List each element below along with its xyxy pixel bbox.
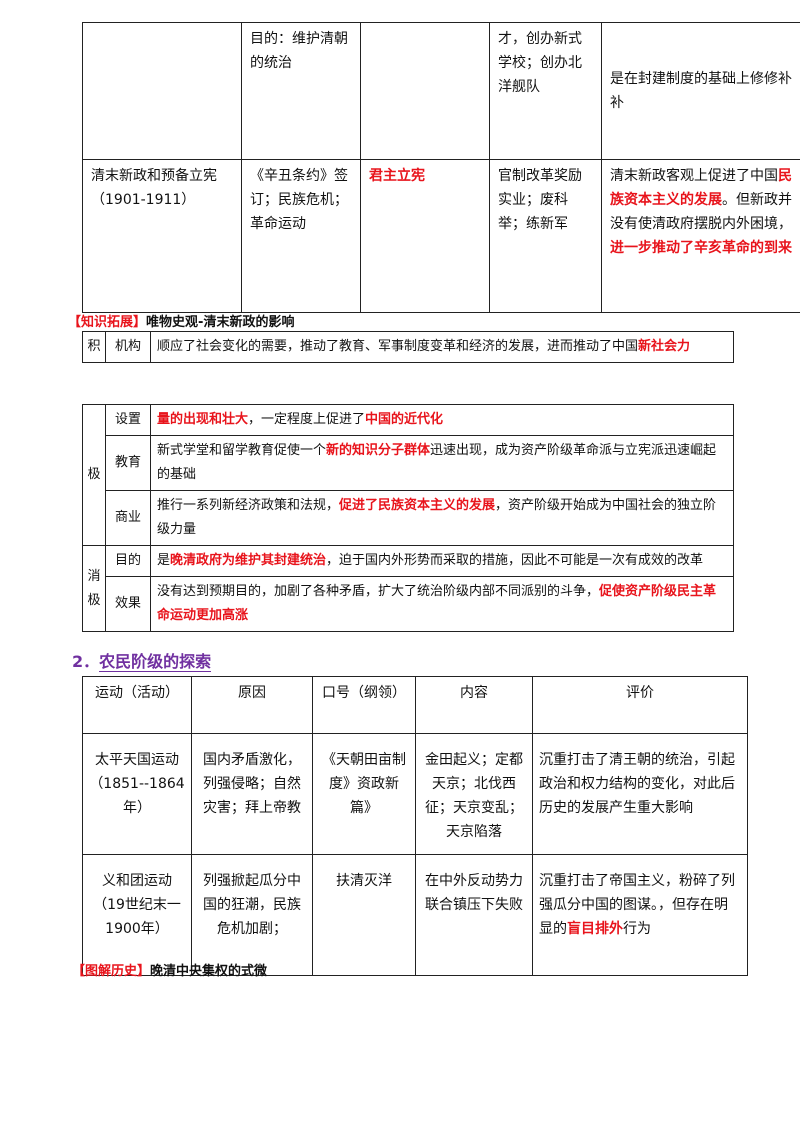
label-title: 唯物史观-清末新政的影响 <box>146 315 295 330</box>
table-cell: 金田起义；定都天京；北伐西征；天京变乱；天京陷落 <box>415 733 533 855</box>
group-cell: 极 <box>82 404 106 546</box>
cell-text: 是 <box>157 553 171 568</box>
group-cell: 消极 <box>82 545 106 632</box>
table-row: 效果 没有达到预期目的，加剧了各种矛盾，扩大了统治阶级内部不同派别的斗争，促使资… <box>83 576 734 632</box>
table-cell: 顺应了社会变化的需要，推动了教育、军事制度变革和经济的发展，进而推动了中国新社会… <box>150 331 734 363</box>
table-cell: 在中外反动势力联合镇压下失败 <box>415 854 533 976</box>
label-tag: 知识拓展 <box>81 315 134 330</box>
table-cell: 清末新政客观上促进了中国民族资本主义的发展。但新政并没有使清政府摆脱内外困境， 进… <box>601 159 800 313</box>
table-cell: 义和团运动（19世纪末一1900年） <box>82 854 192 976</box>
highlight-text: 促进了民族资本主义的发展 <box>339 498 496 513</box>
row-label: 商业 <box>105 490 151 546</box>
highlight-text: 新的知识分子群体 <box>326 443 431 458</box>
cell-text: 没有达到预期目的，加剧了各种矛盾，扩大了统治阶级内部不同派别的斗争， <box>157 584 600 599</box>
table-row: 消极 目的 是晚清政府为维护其封建统治，迫于国内外形势而采取的措施，因此不可能是… <box>82 545 734 632</box>
table-cell <box>360 22 490 160</box>
table-cell: 《天朝田亩制度》资政新篇》 <box>312 733 416 855</box>
knowledge-extension-label: 【知识拓展】唯物史观-清末新政的影响 <box>68 311 294 330</box>
row-label: 设置 <box>105 404 151 436</box>
table-cell: 扶清灭洋 <box>312 854 416 976</box>
column-header: 内容 <box>415 676 533 734</box>
bracket: 】 <box>133 315 147 330</box>
table-row: 教育 新式学堂和留学教育促使一个新的知识分子群体迅速出现，成为资产阶级革命派与立… <box>83 435 734 491</box>
highlight-text: 新社会力 <box>638 339 691 354</box>
table-cell: 机构 <box>105 331 151 363</box>
impact-table: 极 设置 量的出现和壮大，一定程度上促进了中国的近代化 教育 新式学堂和留学教育… <box>82 404 734 632</box>
table-cell: 才，创办新式学校；创办北洋舰队 <box>489 22 602 160</box>
bracket: 【 <box>68 315 82 330</box>
table-cell: 君主立宪 <box>360 159 490 313</box>
cell-text: ，迫于国内外形势而采取的措施，因此不可能是一次有成效的改革 <box>326 553 704 568</box>
illustrated-history-label: 【图解历史】晚清中央集权的式微 <box>72 960 267 979</box>
label-title: 晚清中央集权的式微 <box>150 964 268 979</box>
table-cell: 是晚清政府为维护其封建统治，迫于国内外形势而采取的措施，因此不可能是一次有成效的… <box>150 545 734 577</box>
table-cell: 新式学堂和留学教育促使一个新的知识分子群体迅速出现，成为资产阶级革命派与立宪派迅… <box>150 435 734 491</box>
table-cell <box>82 22 242 160</box>
table-row: 目的：维护清朝的统治 才，创办新式学校；创办北洋舰队 是在封建制度的基础上修修补… <box>82 22 800 160</box>
table-cell: 国内矛盾激化，列强侵略；自然灾害；拜上帝教 <box>191 733 313 855</box>
bracket: 】 <box>137 964 151 979</box>
highlight-text: 量的出现和壮大 <box>157 412 249 427</box>
section-number: 2． <box>72 652 100 671</box>
reform-table: 目的：维护清朝的统治 才，创办新式学校；创办北洋舰队 是在封建制度的基础上修修补… <box>82 22 800 313</box>
cell-text: ，资产阶级开始成为中国社会的独立阶级力量 <box>157 498 717 537</box>
label-tag: 图解历史 <box>85 964 138 979</box>
section-heading: 2．农民阶级的探索 <box>72 648 212 672</box>
table-row: 极 设置 量的出现和壮大，一定程度上促进了中国的近代化 <box>82 404 734 546</box>
cell-text: 清末新政客观上促进了中国 <box>610 168 778 184</box>
cell-text: 行为 <box>623 921 651 937</box>
table-row: 清末新政和预备立宪（1901-1911） 《辛丑条约》签订；民族危机；革命运动 … <box>82 159 800 313</box>
row-label: 效果 <box>105 576 151 632</box>
row-label: 目的 <box>105 545 151 577</box>
highlight-text: 促使资产阶级民主革命运动更加高涨 <box>157 584 717 623</box>
column-header: 口号（纲领） <box>312 676 416 734</box>
table-cell: 《辛丑条约》签订；民族危机；革命运动 <box>241 159 361 313</box>
table-cell: 目的：维护清朝的统治 <box>241 22 361 160</box>
table-cell: 沉重打击了清王朝的统治，引起政治和权力结构的变化，对此后历史的发展产生重大影响 <box>532 733 748 855</box>
table-header-row: 运动（活动） 原因 口号（纲领） 内容 评价 <box>82 676 748 734</box>
impact-table-top: 积 机构 顺应了社会变化的需要，推动了教育、军事制度变革和经济的发展，进而推动了… <box>82 331 734 363</box>
cell-text: 新式学堂和留学教育促使一个 <box>157 443 327 458</box>
bracket: 【 <box>72 964 86 979</box>
highlight-text: 民族资本主义的发展 <box>610 168 792 208</box>
table-cell: 积 <box>82 331 106 363</box>
cell-text: 顺应了社会变化的需要，推动了教育、军事制度变革和经济的发展，进而推动了中国 <box>157 339 639 354</box>
table-cell: 没有达到预期目的，加剧了各种矛盾，扩大了统治阶级内部不同派别的斗争，促使资产阶级… <box>150 576 734 632</box>
cell-text: 推行一系列新经济政策和法规， <box>157 498 340 513</box>
table-cell: 推行一系列新经济政策和法规，促进了民族资本主义的发展，资产阶级开始成为中国社会的… <box>150 490 734 546</box>
row-label: 教育 <box>105 435 151 491</box>
table-row: 积 机构 顺应了社会变化的需要，推动了教育、军事制度变革和经济的发展，进而推动了… <box>82 331 734 363</box>
section-title: 农民阶级的探索 <box>99 652 212 672</box>
table-row: 商业 推行一系列新经济政策和法规，促进了民族资本主义的发展，资产阶级开始成为中国… <box>83 490 734 546</box>
cell-text: ，一定程度上促进了 <box>248 412 366 427</box>
cell-text: 沉重打击了帝国主义，粉碎了列强瓜分中国的图谋。，但存在明显的 <box>539 873 735 937</box>
highlight-text: 晚清政府为维护其封建统治 <box>170 553 327 568</box>
column-header: 评价 <box>532 676 748 734</box>
highlight-text: 盲目排外 <box>567 921 623 937</box>
table-cell: 沉重打击了帝国主义，粉碎了列强瓜分中国的图谋。，但存在明显的盲目排外行为 <box>532 854 748 976</box>
table-cell: 太平天国运动（1851--1864年） <box>82 733 192 855</box>
table-cell: 量的出现和壮大，一定程度上促进了中国的近代化 <box>150 404 734 436</box>
cell-text: 。但新政并没有使清政府摆脱内外困境， <box>610 192 792 232</box>
cell-text: 迅速出现，成为资产阶级革命派与立宪派迅速崛起的基础 <box>157 443 717 482</box>
highlight-text: 进一步推动了辛亥革命的到来 <box>610 240 792 256</box>
table-cell: 是在封建制度的基础上修修补补 <box>601 22 800 160</box>
table-cell: 列强掀起瓜分中国的狂潮，民族危机加剧； <box>191 854 313 976</box>
table-cell: 官制改革奖励实业；废科举；练新军 <box>489 159 602 313</box>
column-header: 原因 <box>191 676 313 734</box>
peasant-movements-table: 运动（活动） 原因 口号（纲领） 内容 评价 太平天国运动（1851--1864… <box>82 676 748 976</box>
table-row: 太平天国运动（1851--1864年） 国内矛盾激化，列强侵略；自然灾害；拜上帝… <box>82 733 748 855</box>
column-header: 运动（活动） <box>82 676 192 734</box>
table-cell: 清末新政和预备立宪（1901-1911） <box>82 159 242 313</box>
table-row: 义和团运动（19世纪末一1900年） 列强掀起瓜分中国的狂潮，民族危机加剧； 扶… <box>82 854 748 976</box>
highlight-text: 中国的近代化 <box>365 412 444 427</box>
